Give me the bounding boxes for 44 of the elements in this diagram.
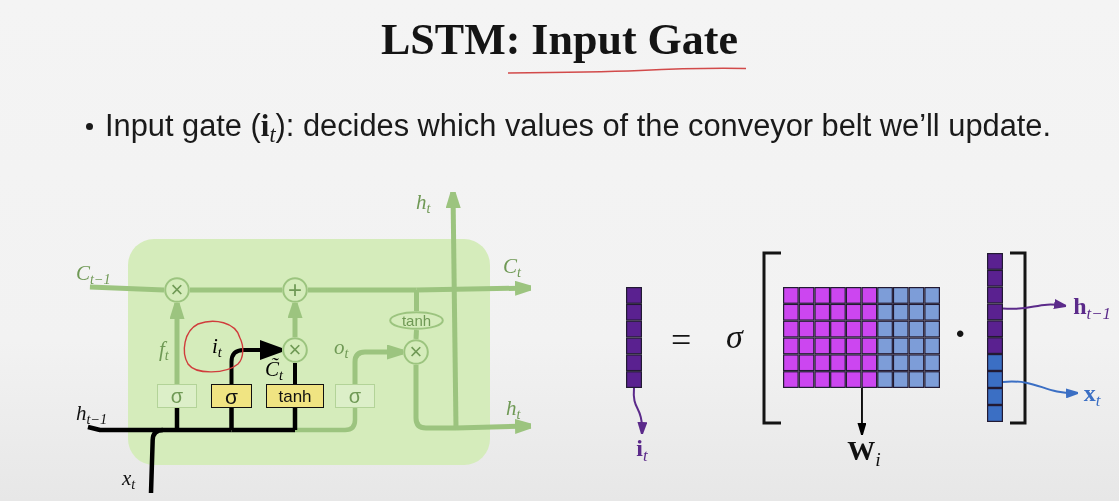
connector-line <box>231 427 295 433</box>
equals-sign: = <box>671 322 692 358</box>
edge-label: o$_{t}$ <box>334 337 349 357</box>
edge-label: i$_{t}$ <box>212 336 222 356</box>
cell-state-label: C$_{t−1}$ <box>76 263 124 287</box>
connector-line <box>413 329 419 340</box>
matrix-label: W$_{i}$ <box>845 435 883 467</box>
weight-matrix <box>783 287 940 388</box>
connector-line <box>190 287 282 293</box>
vector-label: i$_{t}$ <box>630 434 654 462</box>
bullet-text: Input gate (i$_{t}$): decides which values of the conveyor belt we’ll update. <box>105 108 1052 144</box>
dot-operator: • <box>956 322 965 346</box>
tanh-ellipse: tanh <box>389 311 444 330</box>
connector-line <box>295 408 358 433</box>
lstm-cell <box>128 239 490 465</box>
edge-label: f$_{t}$ <box>159 339 169 359</box>
tanh-gate: tanh <box>266 384 324 408</box>
hidden-state-label: h$_{t−1}$ <box>76 403 122 427</box>
sigmoid-gate: σ <box>335 384 375 408</box>
vector-label: h$_{t−1}$ <box>1066 292 1118 320</box>
edge-label: C̃$_{t}$ <box>265 359 283 379</box>
multiply-circle: × <box>164 277 190 303</box>
connector-line <box>89 284 165 293</box>
multiply-circle: × <box>282 337 308 363</box>
multiply-circle: × <box>403 339 429 365</box>
connector-line <box>174 408 180 430</box>
output-label: h$_{t}$ <box>416 192 453 218</box>
gate-vector <box>626 287 642 388</box>
vector-segment <box>987 354 1003 422</box>
connector-line <box>414 290 419 311</box>
connector-line <box>308 287 417 293</box>
input-label: x$_{t}$ <box>122 468 151 493</box>
connector-line <box>292 408 298 430</box>
sigmoid-gate: σ <box>211 384 252 408</box>
sigmoid-gate: σ <box>157 384 197 408</box>
vector-segment <box>987 253 1003 354</box>
output-label: h$_{t}$ <box>506 398 531 426</box>
slide-title: LSTM: Input Gate <box>381 14 738 66</box>
add-circle: + <box>282 277 308 303</box>
sigmoid-symbol: σ <box>726 320 743 354</box>
vector-label: x$_{t}$ <box>1078 380 1106 406</box>
connector-line <box>293 363 297 384</box>
cell-state-label: C$_{t}$ <box>503 256 531 288</box>
connector-line <box>413 365 456 431</box>
